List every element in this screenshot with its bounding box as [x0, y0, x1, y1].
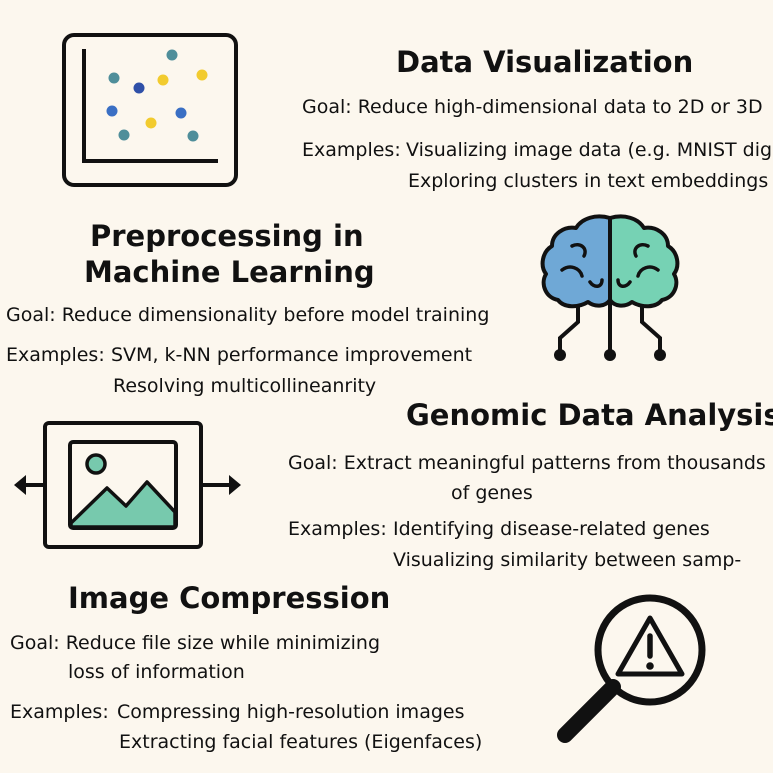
genomic-examples-label: Examples: [288, 518, 387, 540]
brain-icon [540, 214, 680, 361]
preprocessing-title-line2: Machine Learning [84, 255, 375, 289]
data-visualization-goal: Goal: Reduce high-dimensional data to 2D… [302, 96, 763, 118]
genomic-title: Genomic Data Analysis [406, 398, 773, 432]
image-compression-example: Extracting facial features (Eigenfaces) [119, 731, 483, 753]
data-visualization-title: Data Visualization [396, 45, 694, 79]
image-compression-example: Compressing high-resolution images [117, 701, 465, 723]
image-compression-examples-label: Examples: [10, 701, 109, 723]
data-visualization-example: Visualizing image data (e.g. MNIST digit… [406, 139, 773, 161]
preprocessing-example: SVM, k-NN performance improvement [111, 344, 473, 366]
preprocessing-title-line1: Preprocessing in [90, 219, 364, 253]
preprocessing-goal: Goal: Reduce dimensionality before model… [6, 304, 490, 326]
data-visualization-examples-label: Examples: [302, 139, 401, 161]
genomic-goal-line2: of genes [451, 482, 533, 504]
image-compression-goal-line1: Goal: Reduce file size while minimizing [10, 632, 380, 654]
preprocessing-example: Resolving multicollineanrity [113, 375, 377, 397]
magnifier-warning-icon [557, 594, 706, 743]
image-compression-title: Image Compression [68, 581, 391, 615]
scatter-plot-icon [62, 33, 238, 187]
preprocessing-examples-label: Examples: [6, 344, 105, 366]
genomic-example: Visualizing similarity between samp- [393, 549, 742, 571]
genomic-example: Identifying disease-related genes [393, 518, 710, 540]
data-visualization-example: Exploring clusters in text embeddings [408, 170, 769, 192]
genomic-goal-line1: Goal: Extract meaningful patterns from t… [288, 452, 766, 474]
image-resize-icon [14, 421, 241, 549]
image-compression-goal-line2: loss of information [68, 661, 245, 683]
